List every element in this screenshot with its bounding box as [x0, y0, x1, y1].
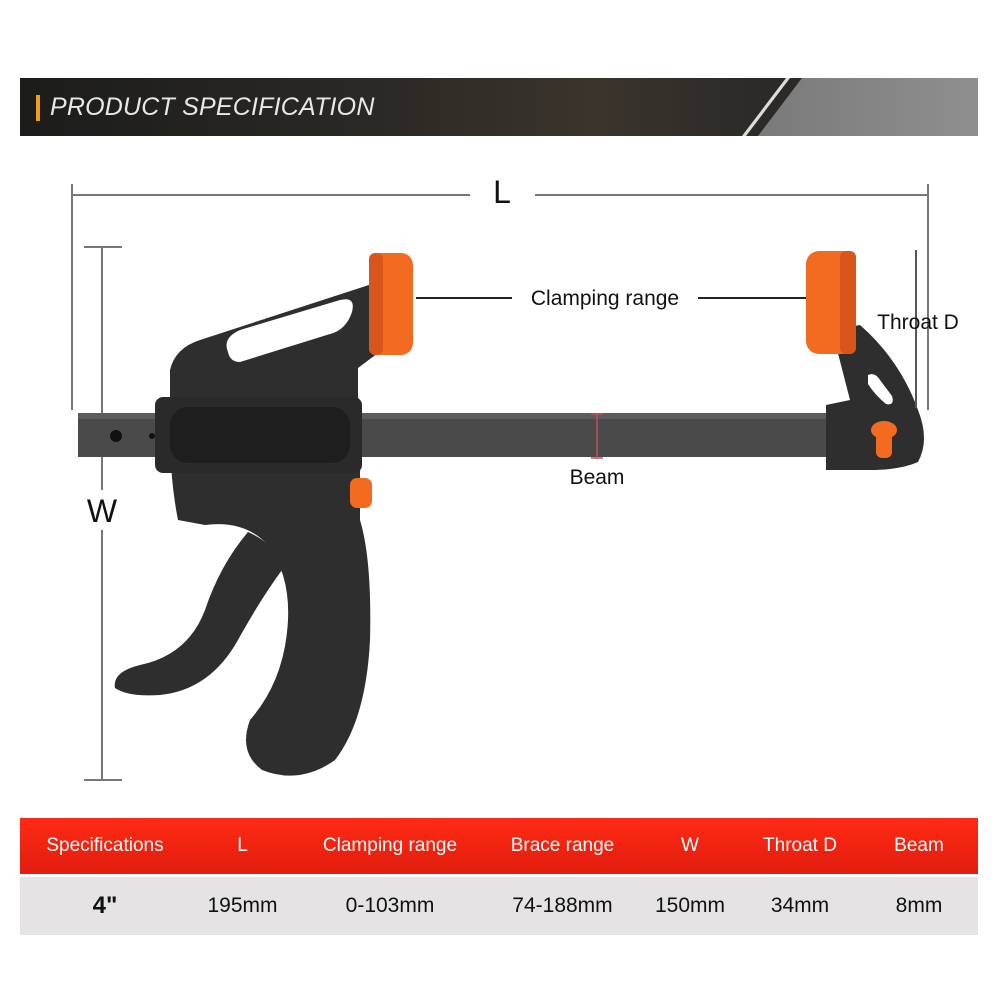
wing-nut[interactable]	[871, 421, 897, 458]
spec-table: Specifications L Clamping range Brace ra…	[20, 818, 978, 935]
header-brace-range: Brace range	[510, 835, 615, 856]
banner-accent-bar	[36, 95, 40, 121]
header-specifications: Specifications	[46, 835, 164, 856]
beam-label: Beam	[570, 466, 625, 489]
release-button[interactable]	[350, 478, 372, 508]
handle-window	[226, 299, 353, 362]
spec-banner: PRODUCT SPECIFICATION	[20, 78, 978, 136]
right-jaw	[826, 325, 924, 470]
beam-highlight	[78, 413, 848, 419]
table-row: 4" 195mm 0-103mm 74-188mm 150mm 34mm 8mm	[20, 877, 978, 935]
cell-clamping-range: 0-103mm	[345, 894, 435, 917]
left-pad-shade	[369, 253, 383, 355]
length-label: L	[493, 174, 511, 210]
banner-grey-panel	[758, 78, 978, 136]
throat-label: Throat D	[877, 311, 959, 334]
header-beam: Beam	[894, 835, 944, 856]
cell-l: 195mm	[207, 894, 278, 917]
header-l: L	[237, 835, 248, 856]
handle-body	[169, 283, 382, 776]
header-throat-d: Throat D	[763, 835, 837, 856]
header-w: W	[681, 835, 699, 856]
length-dimension	[71, 184, 929, 410]
clamping-range-label: Clamping range	[531, 287, 679, 310]
right-jaw-window	[868, 374, 893, 405]
beam-hole	[110, 430, 122, 442]
trigger[interactable]	[114, 532, 282, 696]
clamp-diagram: L W Beam Clamping range	[71, 174, 959, 781]
beam-hole-small	[149, 433, 155, 439]
header-clamping-range: Clamping range	[322, 835, 458, 856]
spec-table-header: Specifications L Clamping range Brace ra…	[20, 818, 978, 874]
cell-w: 150mm	[654, 894, 726, 917]
cell-size: 4"	[92, 892, 118, 919]
width-label: W	[87, 493, 118, 529]
beam-marker	[591, 413, 603, 459]
banner-title: PRODUCT SPECIFICATION	[50, 93, 375, 121]
cell-beam: 8mm	[895, 894, 943, 917]
cell-throat-d: 34mm	[770, 894, 830, 917]
right-pad-shade	[840, 251, 856, 354]
block-grip	[170, 407, 350, 463]
cell-brace-range: 74-188mm	[512, 894, 613, 917]
